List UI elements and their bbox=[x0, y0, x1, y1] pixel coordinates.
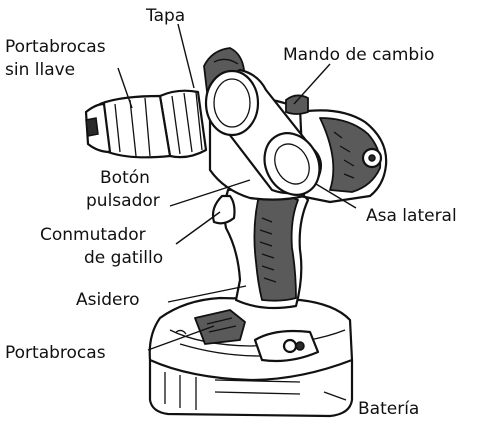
grip bbox=[211, 180, 310, 310]
label-boton-pulsador-line1: Botón bbox=[100, 168, 150, 188]
battery bbox=[148, 296, 354, 418]
leader-boton-pulsador bbox=[169, 179, 251, 207]
label-portabrocas-sin-llave-line1: Portabrocas bbox=[5, 37, 106, 57]
label-bateria: Batería bbox=[358, 399, 419, 419]
label-tapa: Tapa bbox=[145, 6, 185, 26]
label-portabrocas: Portabrocas bbox=[5, 343, 106, 363]
side-handle bbox=[204, 68, 323, 196]
leader-asidero bbox=[167, 285, 247, 303]
leader-mando-de-cambio bbox=[293, 63, 331, 105]
leader-lines bbox=[117, 23, 357, 401]
label-portabrocas-sin-llave-line2: sin llave bbox=[5, 60, 75, 80]
keyless-chuck bbox=[84, 89, 208, 159]
leader-tapa bbox=[177, 23, 195, 89]
leader-portabrocas bbox=[147, 325, 215, 351]
motor-housing bbox=[298, 109, 388, 204]
label-asa-lateral: Asa lateral bbox=[366, 206, 457, 226]
leader-asa-lateral bbox=[315, 183, 357, 209]
leader-bateria bbox=[323, 391, 347, 401]
label-conmutador-line1: Conmutador bbox=[40, 225, 146, 245]
leader-conmutador bbox=[175, 211, 221, 245]
label-conmutador-line2: de gatillo bbox=[84, 248, 163, 268]
label-asidero: Asidero bbox=[76, 290, 139, 310]
label-boton-pulsador-line2: pulsador bbox=[86, 191, 160, 211]
label-mando-de-cambio: Mando de cambio bbox=[283, 45, 434, 65]
labels: Tapa Portabrocas sin llave Mando de camb… bbox=[5, 6, 457, 419]
leader-portabrocas-sin-llave bbox=[117, 67, 133, 109]
